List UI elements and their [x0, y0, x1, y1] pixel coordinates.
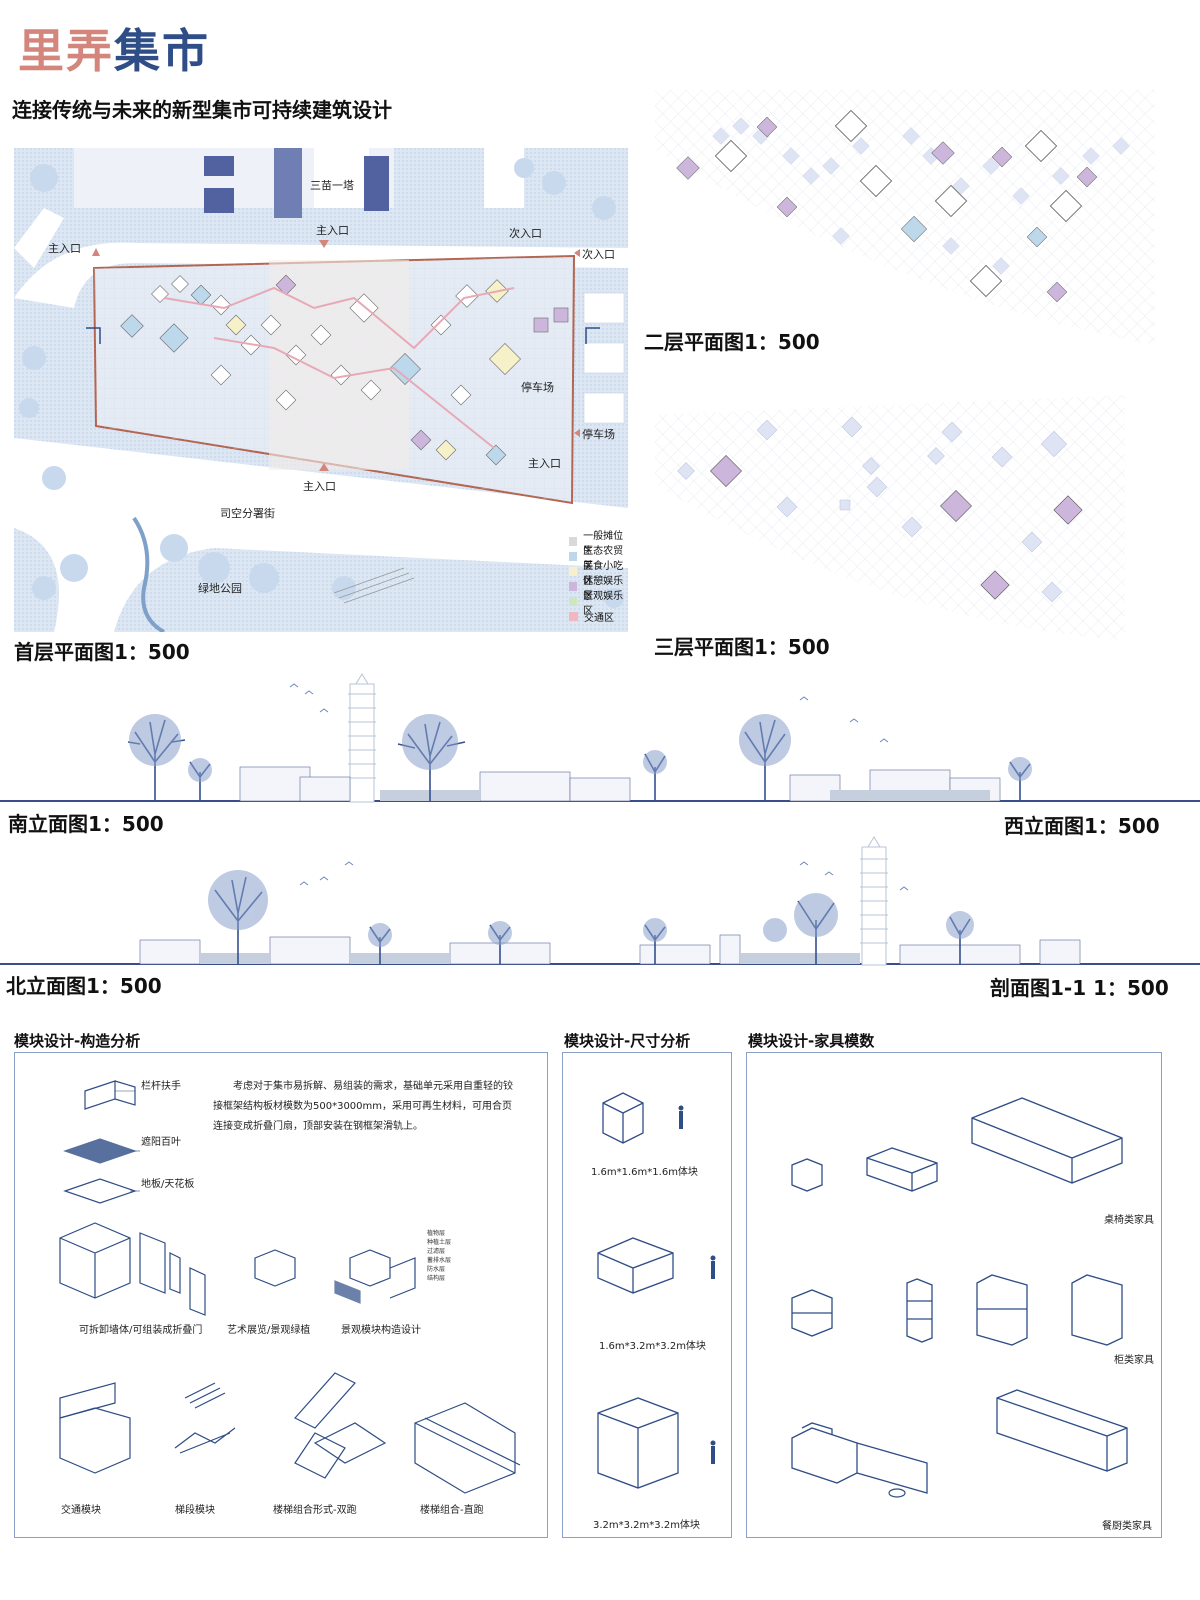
- page-subtitle: 连接传统与未来的新型集市可持续建筑设计: [12, 98, 392, 122]
- elevation-row1-svg: [0, 673, 1200, 803]
- module-furniture-title: 模块设计-家具模数: [748, 1032, 875, 1050]
- size-item-1: 1.6m*1.6m*1.6m体块: [591, 1167, 698, 1178]
- legend-item: 美食小吃区: [569, 561, 628, 587]
- legend-swatch: [569, 552, 578, 561]
- module-size-panel: 1.6m*1.6m*1.6m体块 1.6m*3.2m*3.2m体块 3.2m*3…: [562, 1052, 732, 1538]
- label-entry-sub-top: 次入口: [509, 227, 542, 240]
- elevation-north-section: [0, 835, 1200, 975]
- furniture-item-3: 餐厨类家具: [1102, 1521, 1152, 1532]
- module-furniture-svg: [791, 1097, 1128, 1498]
- furniture-item-2: 柜类家具: [1114, 1355, 1154, 1366]
- legend-item: 休憩娱乐区: [569, 576, 628, 602]
- module-caption-wall: 可拆卸墙体/可组装成折叠门: [79, 1325, 203, 1336]
- label-tower: 三苗一塔: [310, 179, 354, 192]
- legend-swatch: [569, 567, 578, 576]
- plan3-svg: [655, 395, 1125, 640]
- furniture-item-1: 桌椅类家具: [1104, 1215, 1154, 1226]
- module-furniture-panel: 桌椅类家具 柜类家具 餐厨类家具: [746, 1052, 1162, 1538]
- module-caption-landscape: 景观模块构造设计: [341, 1325, 421, 1336]
- legend-item: 生态农贸区: [569, 546, 628, 572]
- legend-item: 一般摊位区: [569, 531, 628, 557]
- size-item-3: 3.2m*3.2m*3.2m体块: [593, 1520, 700, 1531]
- layer-label-2: 遮阳百叶: [141, 1137, 181, 1148]
- label-street: 司空分署街: [220, 507, 275, 520]
- elevation-row2-svg: [0, 836, 1200, 966]
- module-caption-double-run: 楼梯组合形式-双跑: [273, 1505, 357, 1516]
- label-entry-main-right: 主入口: [528, 457, 561, 470]
- label-entry-sub-right: 次入口: [582, 248, 615, 261]
- module-structure-svg: [59, 1080, 521, 1494]
- elevation-north-caption: 北立面图1：500: [6, 974, 162, 998]
- legend-swatch: [569, 612, 578, 621]
- page-title: 里弄集市: [18, 24, 210, 78]
- module-size-svg: [597, 1092, 716, 1489]
- module-size-title: 模块设计-尺寸分析: [564, 1032, 691, 1050]
- plan1-caption: 首层平面图1：500: [14, 640, 190, 664]
- plan3-caption: 三层平面图1：500: [654, 635, 830, 659]
- label-entry-main-top: 主入口: [316, 224, 349, 237]
- label-parking-2: 停车场: [582, 428, 615, 441]
- elevation-west-caption: 西立面图1：500: [1004, 814, 1160, 838]
- layer-label-1: 栏杆扶手: [141, 1081, 181, 1092]
- legend-swatch: [569, 582, 578, 591]
- module-structure-title: 模块设计-构造分析: [14, 1032, 141, 1050]
- plan2-caption: 二层平面图1：500: [644, 330, 820, 354]
- legend-item: 景观娱乐区: [569, 591, 628, 617]
- plan3-drawing: [655, 395, 1155, 640]
- legend-swatch: [569, 537, 578, 546]
- label-parking-1: 停车场: [521, 381, 554, 394]
- legend-swatch: [569, 597, 578, 606]
- elevation-south-west: [0, 672, 1200, 812]
- legend-item: 交通区: [569, 609, 628, 624]
- module-caption-art: 艺术展览/景观绿植: [227, 1325, 311, 1336]
- size-item-2: 1.6m*3.2m*3.2m体块: [599, 1341, 706, 1352]
- site-plan-drawing: [14, 148, 628, 632]
- module-caption-traffic: 交通模块: [61, 1505, 101, 1516]
- label-park: 绿地公园: [198, 582, 242, 595]
- plan2-svg: [655, 90, 1155, 345]
- detail-layers: 植物层 种植土层 过滤层 蓄排水层 防水层 结构层: [427, 1230, 452, 1282]
- plan-legend: 一般摊位区 生态农贸区 美食小吃区 休憩娱乐区 景观娱乐区 交通区: [569, 531, 628, 624]
- site-plan: 三苗一塔 主入口 主入口 次入口 次入口 停车场 停车场 主入口 主入口 司空分…: [14, 148, 628, 632]
- plan2-drawing: [655, 90, 1155, 345]
- module-structure-panel: 栏杆扶手 遮阳百叶 地板/天花板 考虑对于集市易拆解、易组装的需求，基础单元采用…: [14, 1052, 548, 1538]
- label-entry-main-bottom: 主入口: [303, 480, 336, 493]
- elevation-south-caption: 南立面图1：500: [8, 812, 164, 836]
- layer-label-3: 地板/天花板: [141, 1179, 195, 1190]
- label-entry-main-left: 主入口: [48, 242, 81, 255]
- module-caption-stair: 梯段模块: [175, 1505, 215, 1516]
- section-caption: 剖面图1-1 1：500: [990, 976, 1169, 1000]
- module-caption-straight-run: 楼梯组合-直跑: [420, 1505, 484, 1516]
- module-structure-text: 考虑对于集市易拆解、易组装的需求，基础单元采用自重轻的铰接框架结构板材模数为50…: [213, 1081, 513, 1132]
